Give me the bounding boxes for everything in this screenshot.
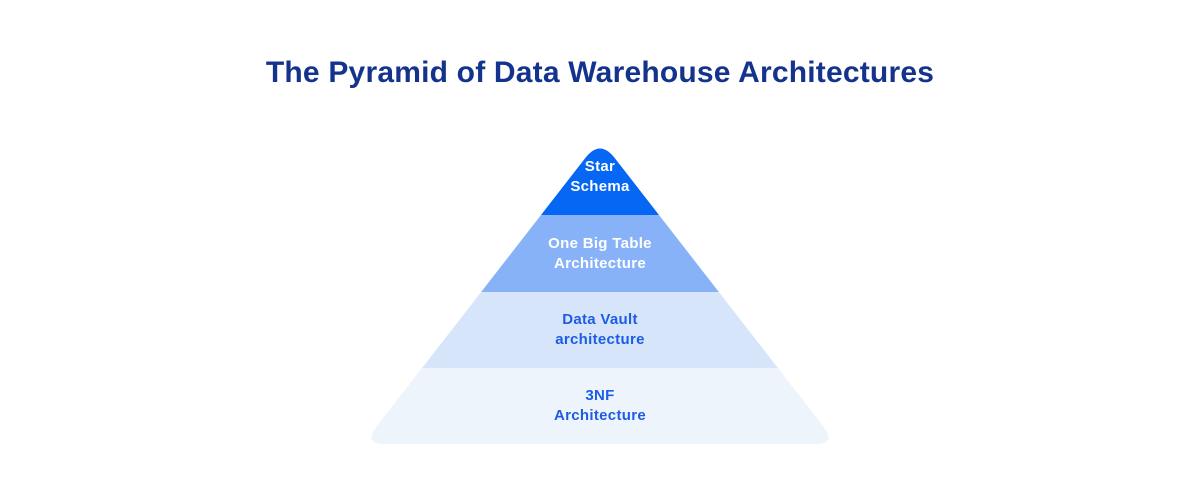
- pyramid-label-data-vault: Data Vault architecture: [555, 311, 645, 348]
- pyramid-label-star-schema: Star Schema: [570, 158, 630, 195]
- pyramid-diagram: [371, 148, 829, 444]
- pyramid-label-3nf: 3NF Architecture: [554, 387, 646, 424]
- pyramid-band-3nf: [371, 368, 829, 444]
- pyramid-label-one-big-table: One Big Table Architecture: [548, 235, 652, 272]
- page-title: The Pyramid of Data Warehouse Architectu…: [265, 56, 935, 89]
